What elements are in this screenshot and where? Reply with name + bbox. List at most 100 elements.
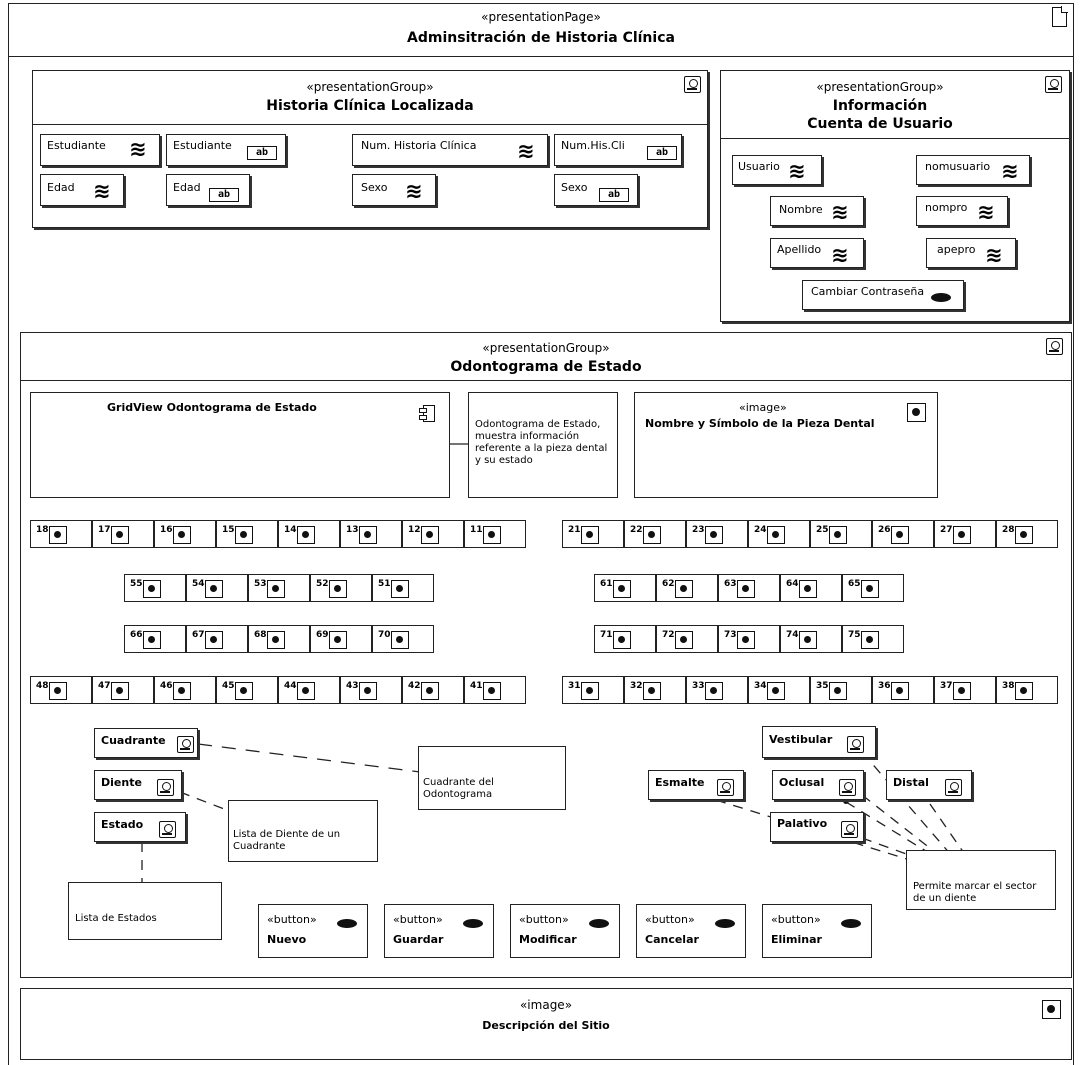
cancelar-button[interactable]: «button»Cancelar: [636, 904, 746, 958]
tooth-48[interactable]: 48: [30, 676, 92, 704]
tooth-21[interactable]: 21: [562, 520, 624, 548]
tooth-31[interactable]: 31: [562, 676, 624, 704]
tooth-66[interactable]: 66: [124, 625, 186, 653]
tooth-34[interactable]: 34: [748, 676, 810, 704]
estado-label: Estado: [101, 818, 144, 831]
diente-list[interactable]: Diente: [94, 770, 182, 800]
tooth-16[interactable]: 16: [154, 520, 216, 548]
tooth-54[interactable]: 54: [186, 574, 248, 602]
sexo-label: Sexo: [361, 181, 388, 194]
tooth-23[interactable]: 23: [686, 520, 748, 548]
gridview-odontograma[interactable]: GridView Odontograma de Estado: [30, 392, 450, 498]
tooth-22[interactable]: 22: [624, 520, 686, 548]
estudiante-textbox[interactable]: Estudiante ab: [166, 134, 286, 166]
tooth-number: 24: [754, 525, 767, 535]
tooth-26[interactable]: 26: [872, 520, 934, 548]
eliminar-button[interactable]: «button»Eliminar: [762, 904, 872, 958]
tooth-55[interactable]: 55: [124, 574, 186, 602]
tooth-11[interactable]: 11: [464, 520, 526, 548]
tooth-64[interactable]: 64: [780, 574, 842, 602]
label-wave-icon: ≋: [1001, 159, 1019, 183]
tooth-number: 13: [346, 525, 359, 535]
tooth-62[interactable]: 62: [656, 574, 718, 602]
tooth-63[interactable]: 63: [718, 574, 780, 602]
image-icon: [421, 526, 439, 544]
tooth-75[interactable]: 75: [842, 625, 904, 653]
tooth-73[interactable]: 73: [718, 625, 780, 653]
tooth-42[interactable]: 42: [402, 676, 464, 704]
tooth-67[interactable]: 67: [186, 625, 248, 653]
button-label: Eliminar: [771, 933, 822, 946]
tooth-17[interactable]: 17: [92, 520, 154, 548]
button-label: Modificar: [519, 933, 577, 946]
tooth-51[interactable]: 51: [372, 574, 434, 602]
tooth-number: 41: [470, 681, 483, 691]
sexo-textbox[interactable]: Sexo ab: [554, 174, 638, 206]
image-icon: [767, 682, 785, 700]
tooth-52[interactable]: 52: [310, 574, 372, 602]
vestibular-option[interactable]: Vestibular: [762, 726, 876, 758]
tooth-24[interactable]: 24: [748, 520, 810, 548]
tooth-13[interactable]: 13: [340, 520, 402, 548]
num-historia-textbox[interactable]: Num.His.Cli ab: [554, 134, 682, 166]
nuevo-button[interactable]: «button»Nuevo: [258, 904, 368, 958]
tooth-number: 35: [816, 681, 829, 691]
edad-textbox-label: Edad: [173, 181, 201, 194]
tooth-68[interactable]: 68: [248, 625, 310, 653]
tooth-18[interactable]: 18: [30, 520, 92, 548]
tooth-53[interactable]: 53: [248, 574, 310, 602]
tooth-25[interactable]: 25: [810, 520, 872, 548]
oclusal-option[interactable]: Oclusal: [772, 770, 864, 800]
button-stereotype: «button»: [267, 913, 317, 926]
tooth-15[interactable]: 15: [216, 520, 278, 548]
tooth-number: 53: [254, 579, 267, 589]
tooth-38[interactable]: 38: [996, 676, 1058, 704]
tooth-65[interactable]: 65: [842, 574, 904, 602]
tooth-69[interactable]: 69: [310, 625, 372, 653]
button-icon: [715, 919, 735, 928]
list-icon: [717, 779, 734, 796]
estado-list[interactable]: Estado: [94, 812, 186, 842]
tooth-36[interactable]: 36: [872, 676, 934, 704]
tooth-43[interactable]: 43: [340, 676, 402, 704]
button-stereotype: «button»: [519, 913, 569, 926]
tooth-44[interactable]: 44: [278, 676, 340, 704]
sexo-textbox-label: Sexo: [561, 181, 588, 194]
tooth-14[interactable]: 14: [278, 520, 340, 548]
tooth-35[interactable]: 35: [810, 676, 872, 704]
tooth-70[interactable]: 70: [372, 625, 434, 653]
cuenta-title-line1: Información: [832, 98, 928, 114]
tooth-74[interactable]: 74: [780, 625, 842, 653]
tooth-32[interactable]: 32: [624, 676, 686, 704]
palativo-option[interactable]: Palativo: [770, 812, 864, 842]
image-icon: [581, 526, 599, 544]
tooth-12[interactable]: 12: [402, 520, 464, 548]
guardar-button[interactable]: «button»Guardar: [384, 904, 494, 958]
page-header-divider: [8, 56, 1074, 57]
esmalte-option[interactable]: Esmalte: [648, 770, 744, 800]
image-icon: [829, 526, 847, 544]
distal-option[interactable]: Distal: [886, 770, 972, 800]
modificar-button[interactable]: «button» Modificar: [510, 904, 620, 958]
tooth-41[interactable]: 41: [464, 676, 526, 704]
nombre-label: Nombre: [779, 203, 823, 216]
cuadrante-list[interactable]: Cuadrante: [94, 728, 198, 758]
tooth-33[interactable]: 33: [686, 676, 748, 704]
edad-textbox[interactable]: Edad ab: [166, 174, 250, 206]
tooth-27[interactable]: 27: [934, 520, 996, 548]
tooth-45[interactable]: 45: [216, 676, 278, 704]
image-icon: [205, 631, 223, 649]
tooth-47[interactable]: 47: [92, 676, 154, 704]
tooth-71[interactable]: 71: [594, 625, 656, 653]
tooth-number: 31: [568, 681, 581, 691]
tooth-28[interactable]: 28: [996, 520, 1058, 548]
tooth-61[interactable]: 61: [594, 574, 656, 602]
tooth-37[interactable]: 37: [934, 676, 996, 704]
image-icon: [861, 631, 879, 649]
tooth-46[interactable]: 46: [154, 676, 216, 704]
cambiar-contrasena-button[interactable]: Cambiar Contraseña: [802, 280, 964, 310]
image-icon: [705, 526, 723, 544]
tooth-72[interactable]: 72: [656, 625, 718, 653]
